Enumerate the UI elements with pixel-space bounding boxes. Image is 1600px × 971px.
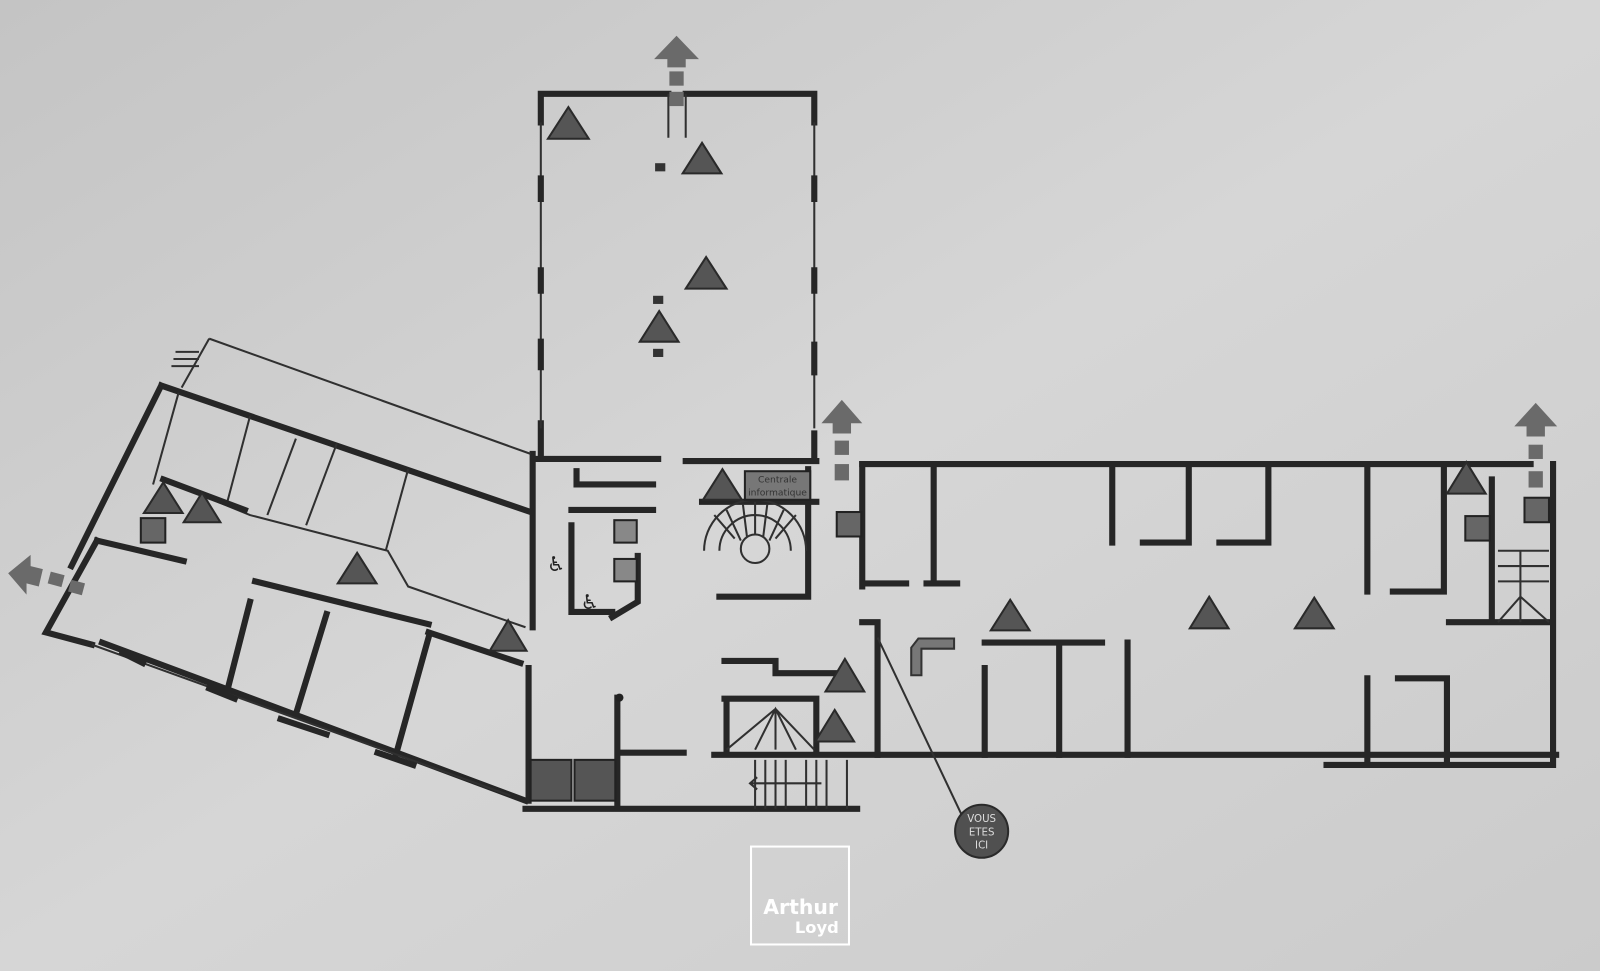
elevator-icon [529,758,573,802]
north-hall [537,90,818,463]
alarm-triangle-icon [680,140,724,175]
alarm-triangle-icon [813,707,856,743]
fire-hose-icon [139,517,167,544]
alarm-triangle-icon [637,309,681,343]
server-room-sign: Centrale informatique [743,470,812,501]
alarm-triangle-icon [335,550,379,585]
server-room-label: informatique [748,488,807,499]
alarm-triangle-icon [683,255,729,290]
alarm-triangle-icon [181,490,223,524]
alarm-markers [142,105,1488,743]
you-are-here-marker: VOUS ETES ICI [876,637,1010,859]
logo-text: Loyd [795,918,839,937]
exit-arrow-icon [821,399,863,481]
fire-hose-icon [1464,515,1491,542]
elevator-icon [573,758,617,802]
exit-arrow-icon [8,554,86,596]
alarm-triangle-icon [1445,460,1488,495]
alarm-triangle-icon [1293,595,1336,630]
fire-hose-icon [835,510,863,538]
alarm-triangle-icon [487,618,529,652]
wheelchair-icon: ♿ [547,552,565,576]
arthur-loyd-logo: Arthur Loyd [750,845,850,946]
central-core [522,450,1560,812]
alarm-triangle-icon [142,480,185,515]
alarm-triangle-icon [988,597,1032,632]
logo-text: Arthur [763,895,838,919]
east-wing [859,461,1557,769]
alarm-triangle-icon [1187,594,1231,630]
server-room-label: Centrale [758,474,797,485]
restroom-icon [613,557,638,583]
wheelchair-icon: ♿ [581,590,599,614]
alarm-triangle-icon [701,467,744,501]
alarm-triangle-icon [823,656,867,693]
you-are-here-text: ICI [975,841,988,852]
exit-arrow-icon [654,35,699,107]
you-are-here-text: VOUS [967,814,996,825]
restroom-icon [1523,496,1550,524]
restroom-icon [613,519,638,544]
you-are-here-text: ETES [969,827,995,838]
exit-arrow-icon [1514,402,1558,488]
alarm-triangle-icon [546,105,591,140]
